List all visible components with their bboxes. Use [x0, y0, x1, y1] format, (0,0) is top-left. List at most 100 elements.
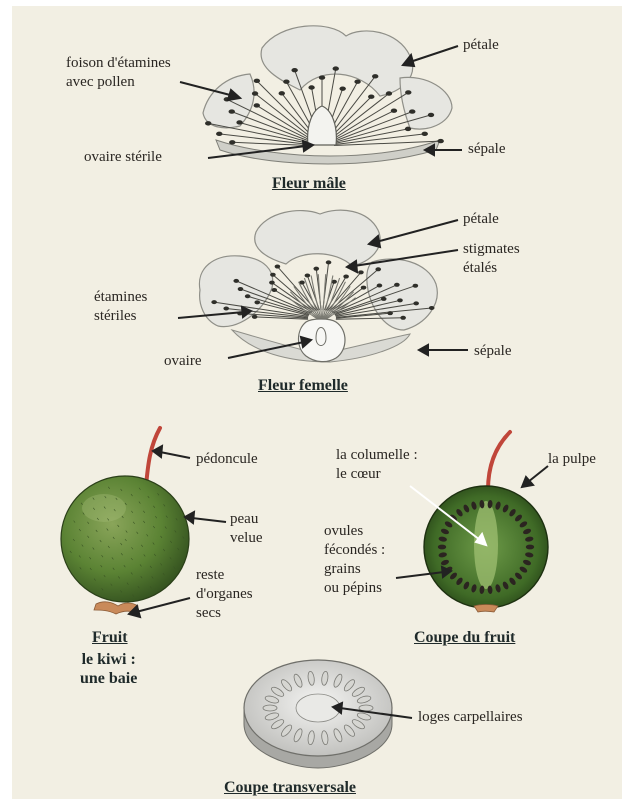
disc-locule — [263, 705, 277, 711]
male-flower-drawing — [203, 26, 452, 164]
female-petal-top — [255, 210, 380, 266]
male-filament — [332, 111, 394, 142]
female-anther — [275, 265, 281, 269]
female-anther — [358, 270, 364, 274]
label-peduncle: pédoncule — [196, 450, 258, 469]
female-anther — [233, 279, 239, 283]
male-anther — [319, 75, 325, 79]
label-columella: la columelle : le cœur — [336, 446, 418, 484]
label-female-stigmas: stigmates étalés — [463, 240, 520, 278]
male-anther — [386, 91, 392, 95]
female-anther — [361, 286, 367, 290]
female-anther — [305, 273, 311, 277]
label-female-petal: pétale — [463, 210, 499, 229]
fruit-section-drawing — [424, 432, 548, 612]
male-filament — [333, 129, 408, 144]
male-anther — [409, 109, 415, 113]
arrow-pulp — [528, 466, 548, 482]
female-anther — [413, 301, 419, 305]
male-anther — [252, 91, 258, 95]
caption-fruit: Fruit — [92, 628, 128, 647]
male-anther — [279, 91, 285, 95]
arrowhead-female-sepal — [419, 345, 428, 355]
section-base — [474, 605, 498, 613]
cross-section-drawing — [244, 660, 392, 768]
label-male-petal: pétale — [463, 36, 499, 55]
male-anther — [372, 74, 378, 78]
male-anther — [391, 108, 397, 112]
female-flower-drawing — [199, 210, 437, 362]
female-anther — [326, 260, 332, 264]
section-seed — [438, 545, 446, 550]
male-anther — [229, 140, 235, 144]
male-anther — [308, 85, 314, 89]
male-anther — [254, 103, 260, 107]
section-seed — [526, 545, 534, 550]
arrow-remains — [136, 598, 190, 612]
male-anther — [354, 79, 360, 83]
female-anther — [211, 300, 217, 304]
female-anther — [254, 300, 260, 304]
male-anther — [339, 86, 345, 90]
female-anther — [252, 315, 258, 319]
arrow-skin — [192, 518, 226, 522]
label-male-ovary: ovaire stérile — [84, 148, 162, 167]
caption-female-flower: Fleur femelle — [258, 376, 348, 395]
male-anther — [254, 79, 260, 83]
female-anther — [397, 298, 403, 302]
section-peduncle — [488, 432, 510, 490]
label-male-stamens: foison d'étamines avec pollen — [66, 54, 171, 92]
male-anther — [368, 95, 374, 99]
female-anther — [245, 294, 251, 298]
arrowhead-peduncle — [153, 446, 162, 457]
female-anther — [375, 267, 381, 271]
label-pulp: la pulpe — [548, 450, 596, 469]
female-anther — [343, 275, 349, 279]
female-anther — [394, 283, 400, 287]
female-anther — [387, 311, 393, 315]
female-anther — [223, 306, 229, 310]
label-female-ovary: ovaire — [164, 352, 201, 371]
caption-male-flower: Fleur mâle — [272, 174, 346, 193]
caption-fruit-section: Coupe du fruit — [414, 628, 515, 647]
arrow-male-petal — [410, 46, 458, 62]
label-ovules: ovules fécondés : grains ou pépins — [324, 522, 385, 598]
male-anther — [422, 132, 428, 136]
arrow-female-petal — [376, 220, 458, 242]
male-anther — [428, 113, 434, 117]
label-male-sepal: sépale — [468, 140, 505, 159]
female-anther — [238, 287, 244, 291]
male-filament — [257, 81, 316, 139]
male-anther — [236, 120, 242, 124]
fruit-peduncle — [146, 428, 160, 486]
female-anther — [429, 306, 435, 310]
female-anther — [272, 288, 278, 292]
fruit-drawing — [61, 428, 189, 614]
label-female-stamens: étamines stériles — [94, 288, 147, 326]
female-anther — [269, 281, 275, 285]
female-anther — [400, 316, 406, 320]
male-anther — [333, 66, 339, 70]
fruit-highlight — [82, 494, 126, 522]
female-anther — [313, 267, 319, 271]
male-anther — [216, 132, 222, 136]
male-filament — [208, 123, 310, 143]
arrow-peduncle — [160, 452, 190, 458]
label-skin: peau velue — [230, 510, 262, 548]
female-anther — [413, 284, 419, 288]
female-anther — [381, 297, 387, 301]
male-anther — [291, 68, 297, 72]
caption-kiwi-berry: le kiwi : une baie — [80, 650, 137, 688]
male-anther — [283, 79, 289, 83]
male-anther — [205, 121, 211, 125]
male-anther — [405, 90, 411, 94]
male-anther — [437, 139, 443, 143]
male-anther — [405, 127, 411, 131]
male-filament — [331, 92, 409, 140]
label-loculi: loges carpellaires — [418, 708, 523, 727]
caption-cross-section: Coupe transversale — [224, 778, 356, 797]
male-anther — [229, 109, 235, 113]
male-petal-back — [261, 26, 413, 96]
female-anther — [377, 283, 383, 287]
